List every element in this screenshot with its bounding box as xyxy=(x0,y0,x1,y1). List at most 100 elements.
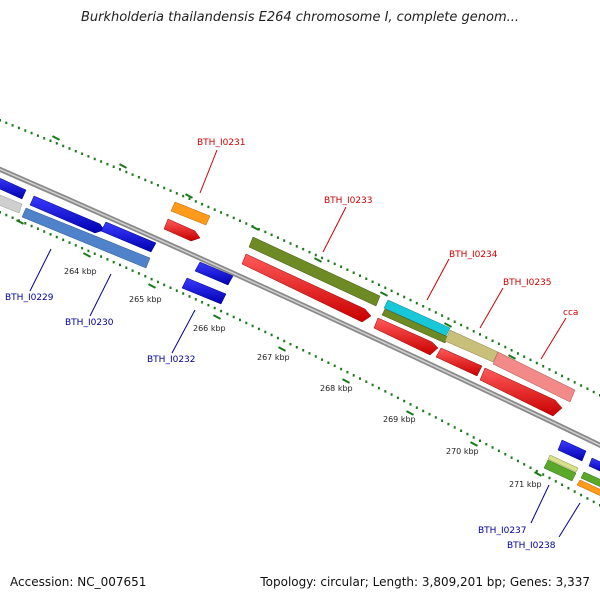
gene-feature[interactable] xyxy=(194,261,234,286)
gene-feature[interactable] xyxy=(435,347,483,377)
minor-tick xyxy=(308,250,311,254)
accession-label: Accession: NC_007651 xyxy=(10,575,147,589)
minor-tick xyxy=(586,497,589,500)
minor-tick xyxy=(542,365,545,368)
minor-tick xyxy=(194,298,197,301)
kbp-label: 269 kbp xyxy=(383,415,416,424)
minor-tick xyxy=(384,390,387,393)
minor-tick xyxy=(415,406,418,409)
minor-tick xyxy=(251,324,254,328)
minor-tick xyxy=(340,367,343,371)
minor-tick xyxy=(340,265,343,268)
gene-feature[interactable] xyxy=(557,439,587,462)
gene-feature[interactable] xyxy=(588,457,600,472)
minor-tick xyxy=(119,263,121,267)
minor-tick xyxy=(81,152,84,155)
gene-feature[interactable] xyxy=(444,329,499,363)
minor-tick xyxy=(49,139,52,142)
minor-tick xyxy=(396,396,399,400)
minor-tick xyxy=(314,253,317,257)
minor-tick xyxy=(106,258,109,261)
minor-tick xyxy=(207,205,210,209)
gene-feature[interactable] xyxy=(248,236,381,307)
minor-tick xyxy=(485,442,488,446)
minor-tick xyxy=(573,381,576,384)
gene-label[interactable]: BTH_I0231 xyxy=(197,138,246,148)
gene-label[interactable]: cca xyxy=(563,308,578,318)
minor-tick xyxy=(24,129,27,132)
outer-tick-row xyxy=(0,119,600,397)
minor-tick xyxy=(447,422,450,426)
gene-label[interactable]: BTH_I0232 xyxy=(147,355,196,365)
minor-tick xyxy=(592,390,595,394)
minor-tick xyxy=(365,277,368,280)
minor-tick xyxy=(497,449,500,453)
gene-feature[interactable] xyxy=(381,308,449,344)
gene-feature[interactable] xyxy=(492,351,576,403)
gene-feature[interactable] xyxy=(0,193,23,214)
minor-tick xyxy=(561,374,564,378)
minor-tick xyxy=(491,446,494,449)
gene-label[interactable]: BTH_I0230 xyxy=(65,318,114,328)
gene-feature[interactable] xyxy=(580,471,600,488)
minor-tick xyxy=(125,170,128,174)
minor-tick xyxy=(321,256,324,260)
minor-tick xyxy=(30,224,33,228)
minor-tick xyxy=(213,306,216,310)
gene-feature[interactable] xyxy=(241,253,372,323)
gene-feature[interactable] xyxy=(21,207,151,269)
minor-tick xyxy=(93,157,96,161)
gene-feature[interactable] xyxy=(543,459,577,482)
gene-features[interactable] xyxy=(0,176,600,497)
gene-feature[interactable] xyxy=(100,221,157,253)
minor-tick xyxy=(516,352,519,355)
gene-feature[interactable] xyxy=(170,201,211,226)
minor-tick xyxy=(321,358,324,361)
minor-tick xyxy=(415,301,418,305)
minor-tick xyxy=(264,230,267,234)
minor-tick xyxy=(346,268,349,271)
gene-feature[interactable] xyxy=(373,317,439,356)
minor-tick xyxy=(131,173,134,176)
minor-tick xyxy=(144,275,147,278)
gene-feature[interactable] xyxy=(181,277,227,305)
minor-tick xyxy=(112,165,115,168)
gene-feature[interactable] xyxy=(29,195,105,234)
minor-tick xyxy=(567,486,570,490)
gene-feature[interactable] xyxy=(547,454,579,473)
minor-tick xyxy=(548,476,551,480)
minor-tick xyxy=(175,192,178,195)
minor-tick xyxy=(81,246,84,250)
gene-label[interactable]: BTH_I0237 xyxy=(478,526,527,536)
minor-tick xyxy=(175,289,178,292)
topology-info: Topology: circular; Length: 3,809,201 bp… xyxy=(260,575,590,589)
gene-feature[interactable] xyxy=(576,479,600,497)
minor-tick xyxy=(11,124,14,127)
gene-labels: BTH_I0231 BTH_I0233 BTH_I0234 BTH_I0235 … xyxy=(5,138,578,551)
minor-tick xyxy=(472,436,475,439)
minor-tick xyxy=(289,242,292,245)
gene-label[interactable]: BTH_I0238 xyxy=(507,541,556,551)
gene-feature[interactable] xyxy=(0,176,27,200)
minor-tick xyxy=(352,271,355,274)
gene-label[interactable]: BTH_I0233 xyxy=(324,196,373,206)
gene-feature[interactable] xyxy=(479,367,563,417)
gene-label[interactable]: BTH_I0229 xyxy=(5,293,54,303)
minor-tick xyxy=(163,283,166,287)
minor-tick xyxy=(441,419,444,422)
gene-label[interactable]: BTH_I0234 xyxy=(449,250,498,260)
chromosome-backbone xyxy=(0,166,600,448)
minor-tick xyxy=(43,230,46,233)
minor-tick xyxy=(428,412,431,416)
minor-tick xyxy=(232,216,235,220)
gene-label[interactable]: BTH_I0235 xyxy=(503,278,552,288)
minor-tick xyxy=(226,213,229,217)
minor-tick xyxy=(245,222,248,225)
minor-tick xyxy=(554,480,557,483)
map-title: Burkholderia thailandensis E264 chromoso… xyxy=(80,10,520,25)
minor-tick xyxy=(68,241,71,244)
gene-feature[interactable] xyxy=(163,218,201,242)
minor-tick xyxy=(201,202,204,206)
minor-tick xyxy=(390,393,393,396)
